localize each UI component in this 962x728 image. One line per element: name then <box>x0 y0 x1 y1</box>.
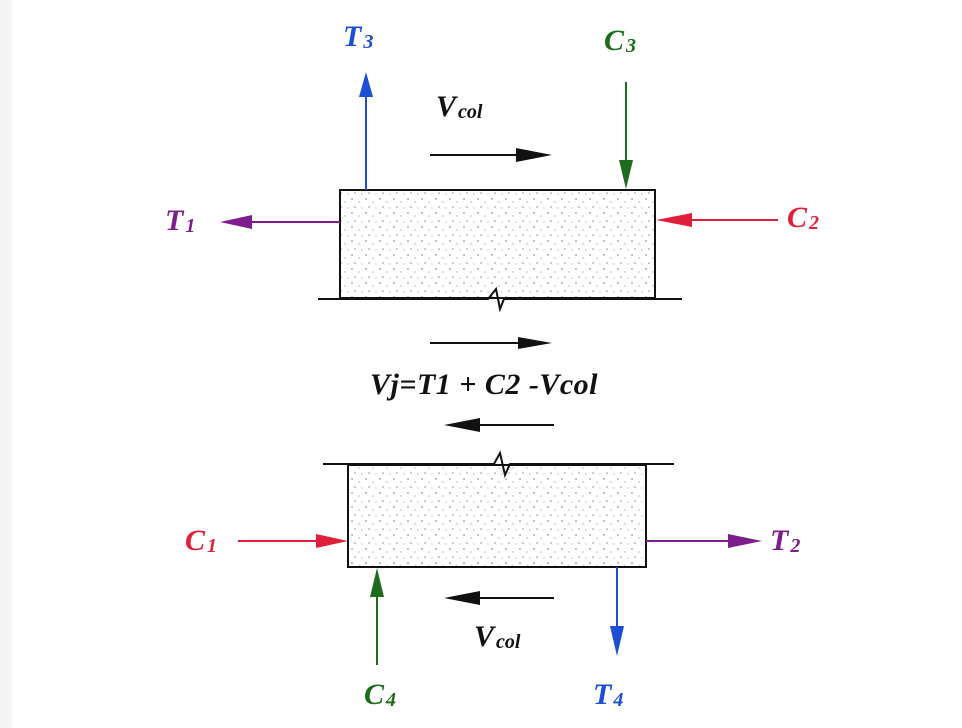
c1-arrowhead <box>316 534 348 548</box>
vj-right-arrowhead <box>518 337 552 349</box>
c3-arrowhead <box>619 160 633 189</box>
t4-arrowhead <box>610 626 624 656</box>
velocity-equation: Vj=T1 + C2 -Vcol <box>370 368 599 401</box>
upper-plate <box>339 189 656 299</box>
vcol-top-arrowhead <box>516 148 552 162</box>
upper-baseline <box>318 286 682 313</box>
lower-plate <box>347 464 647 568</box>
c4-arrowhead <box>370 568 384 597</box>
vcol-bottom-arrowhead <box>444 591 480 605</box>
t3-arrowhead <box>359 72 373 97</box>
c2-arrowhead <box>656 213 692 227</box>
diagram-canvas <box>12 0 962 728</box>
vj-left-arrowhead <box>444 418 480 432</box>
t1-arrowhead <box>220 215 252 229</box>
t2-arrowhead <box>728 534 762 548</box>
lower-topline <box>323 450 674 479</box>
